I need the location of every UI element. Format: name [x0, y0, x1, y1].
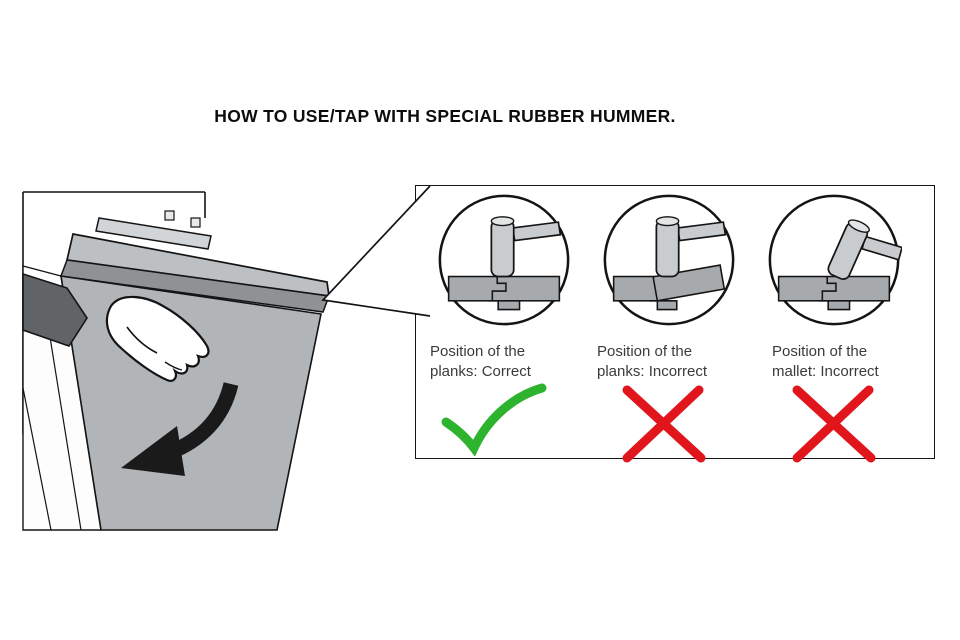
caption-line: mallet: Incorrect: [772, 363, 879, 380]
plank-clip: [190, 217, 201, 228]
mallet-position-diagram-correct: [438, 194, 570, 326]
hand-installation-illustration: [22, 191, 331, 531]
mallet-position-diagram-mallet-incorrect: [768, 194, 902, 326]
panel-item-planks-correct: Position of the planks: Correct: [424, 192, 584, 456]
caption-line: planks: Correct: [430, 363, 531, 380]
caption-line: planks: Incorrect: [597, 363, 708, 380]
callout-lines: [321, 185, 431, 317]
panel-item-mallet-incorrect: Position of the mallet: Incorrect: [754, 192, 914, 463]
back-plank: [95, 217, 212, 250]
diagram-caption: Position of the planks: Correct: [430, 342, 531, 382]
plank-cross-section: [447, 275, 561, 311]
caption-line: Position of the: [597, 343, 693, 360]
detail-panel: Position of the planks: Correct: [415, 185, 935, 463]
floor-seam-line: [22, 387, 52, 531]
callout-fill: [323, 186, 430, 316]
finger-line: [164, 361, 183, 371]
plank-clip: [164, 210, 175, 221]
checkmark-icon: [441, 383, 547, 456]
panel-item-planks-incorrect: Position of the planks: Incorrect: [589, 192, 749, 463]
rubber-mallet-tilted: [827, 219, 902, 280]
sleeve: [22, 272, 88, 347]
callout-edges: [321, 185, 431, 317]
hand: [105, 295, 210, 382]
page-title: HOW TO USE/TAP WITH SPECIAL RUBBER HUMME…: [214, 106, 676, 126]
caption-line: Position of the: [772, 343, 868, 360]
press-arrow-head: [121, 426, 185, 476]
rubber-mallet: [490, 216, 562, 278]
mallet-position-diagram-planks-incorrect: [603, 194, 735, 326]
diagram-caption: Position of the mallet: Incorrect: [772, 342, 879, 382]
caption-line: Position of the: [430, 343, 526, 360]
thumb-line: [126, 326, 158, 354]
x-icon: [622, 385, 706, 463]
x-icon: [792, 385, 876, 463]
rubber-mallet: [655, 216, 727, 278]
installed-floor-surface: [60, 275, 322, 531]
new-plank-front-edge: [59, 259, 331, 313]
diagram-caption: Position of the planks: Incorrect: [597, 342, 707, 382]
plank-cross-section: [777, 275, 891, 311]
